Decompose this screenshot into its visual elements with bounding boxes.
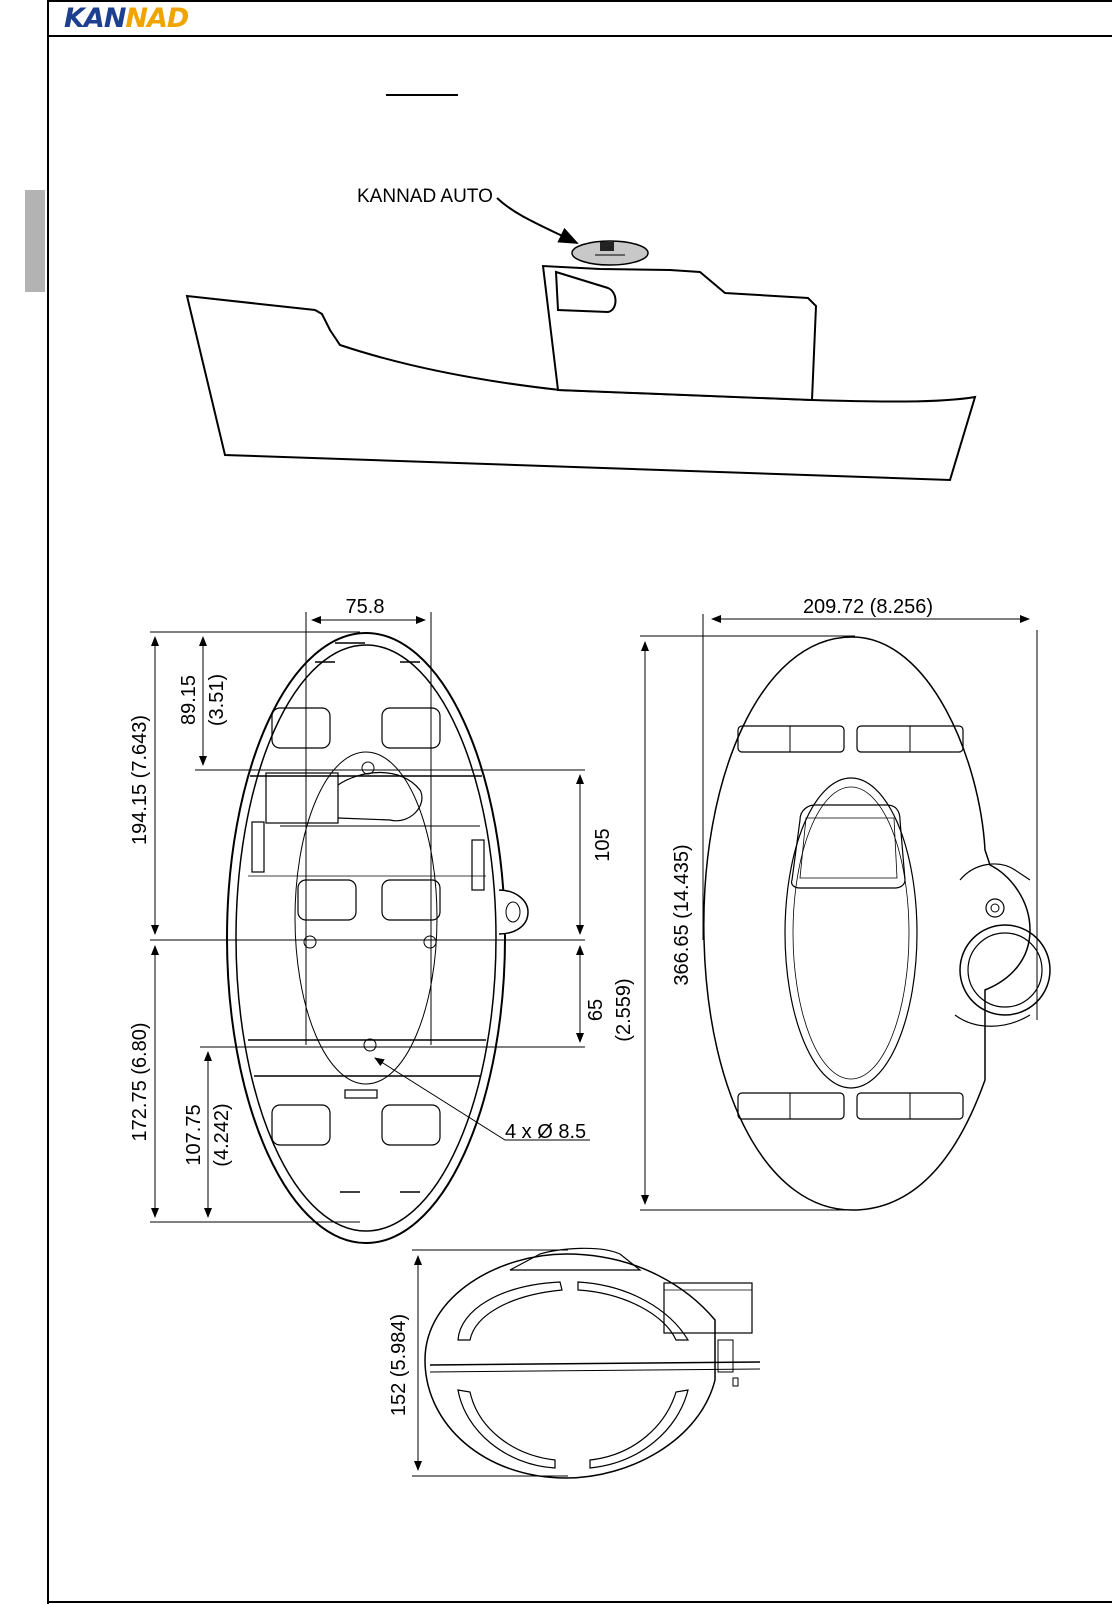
dim-upper-inner-b: (3.51)	[206, 674, 228, 726]
callout-leader-line	[497, 198, 577, 243]
dim-holes: 4 x Ø 8.5	[505, 1121, 586, 1143]
bottom-view	[425, 1248, 760, 1478]
side-view	[704, 637, 1050, 1210]
boat-illustration	[187, 241, 975, 480]
dim-hole-height-b: (2.559)	[613, 978, 635, 1041]
dim-lower-height: 172.75 (6.80)	[129, 1023, 151, 1142]
front-view	[227, 633, 528, 1243]
dim-hole-height-a: 65	[585, 999, 607, 1021]
dim-mid-height: 105	[592, 828, 614, 861]
dim-depth: 152 (5.984)	[388, 1314, 410, 1416]
dim-upper-height: 194.15 (7.643)	[129, 715, 151, 845]
dim-side-width: 209.72 (8.256)	[803, 596, 933, 618]
dim-lower-inner-a: 107.75	[183, 1104, 205, 1165]
dim-lower-inner-b: (4.242)	[211, 1103, 233, 1166]
dim-side-height: 366.65 (14.435)	[671, 844, 693, 985]
callout-kannad-auto: KANNAD AUTO	[357, 186, 493, 207]
dim-upper-inner-a: 89.15	[178, 675, 200, 725]
side-view-dimension-lines	[640, 614, 1037, 1210]
dim-top-width: 75.8	[346, 596, 385, 618]
